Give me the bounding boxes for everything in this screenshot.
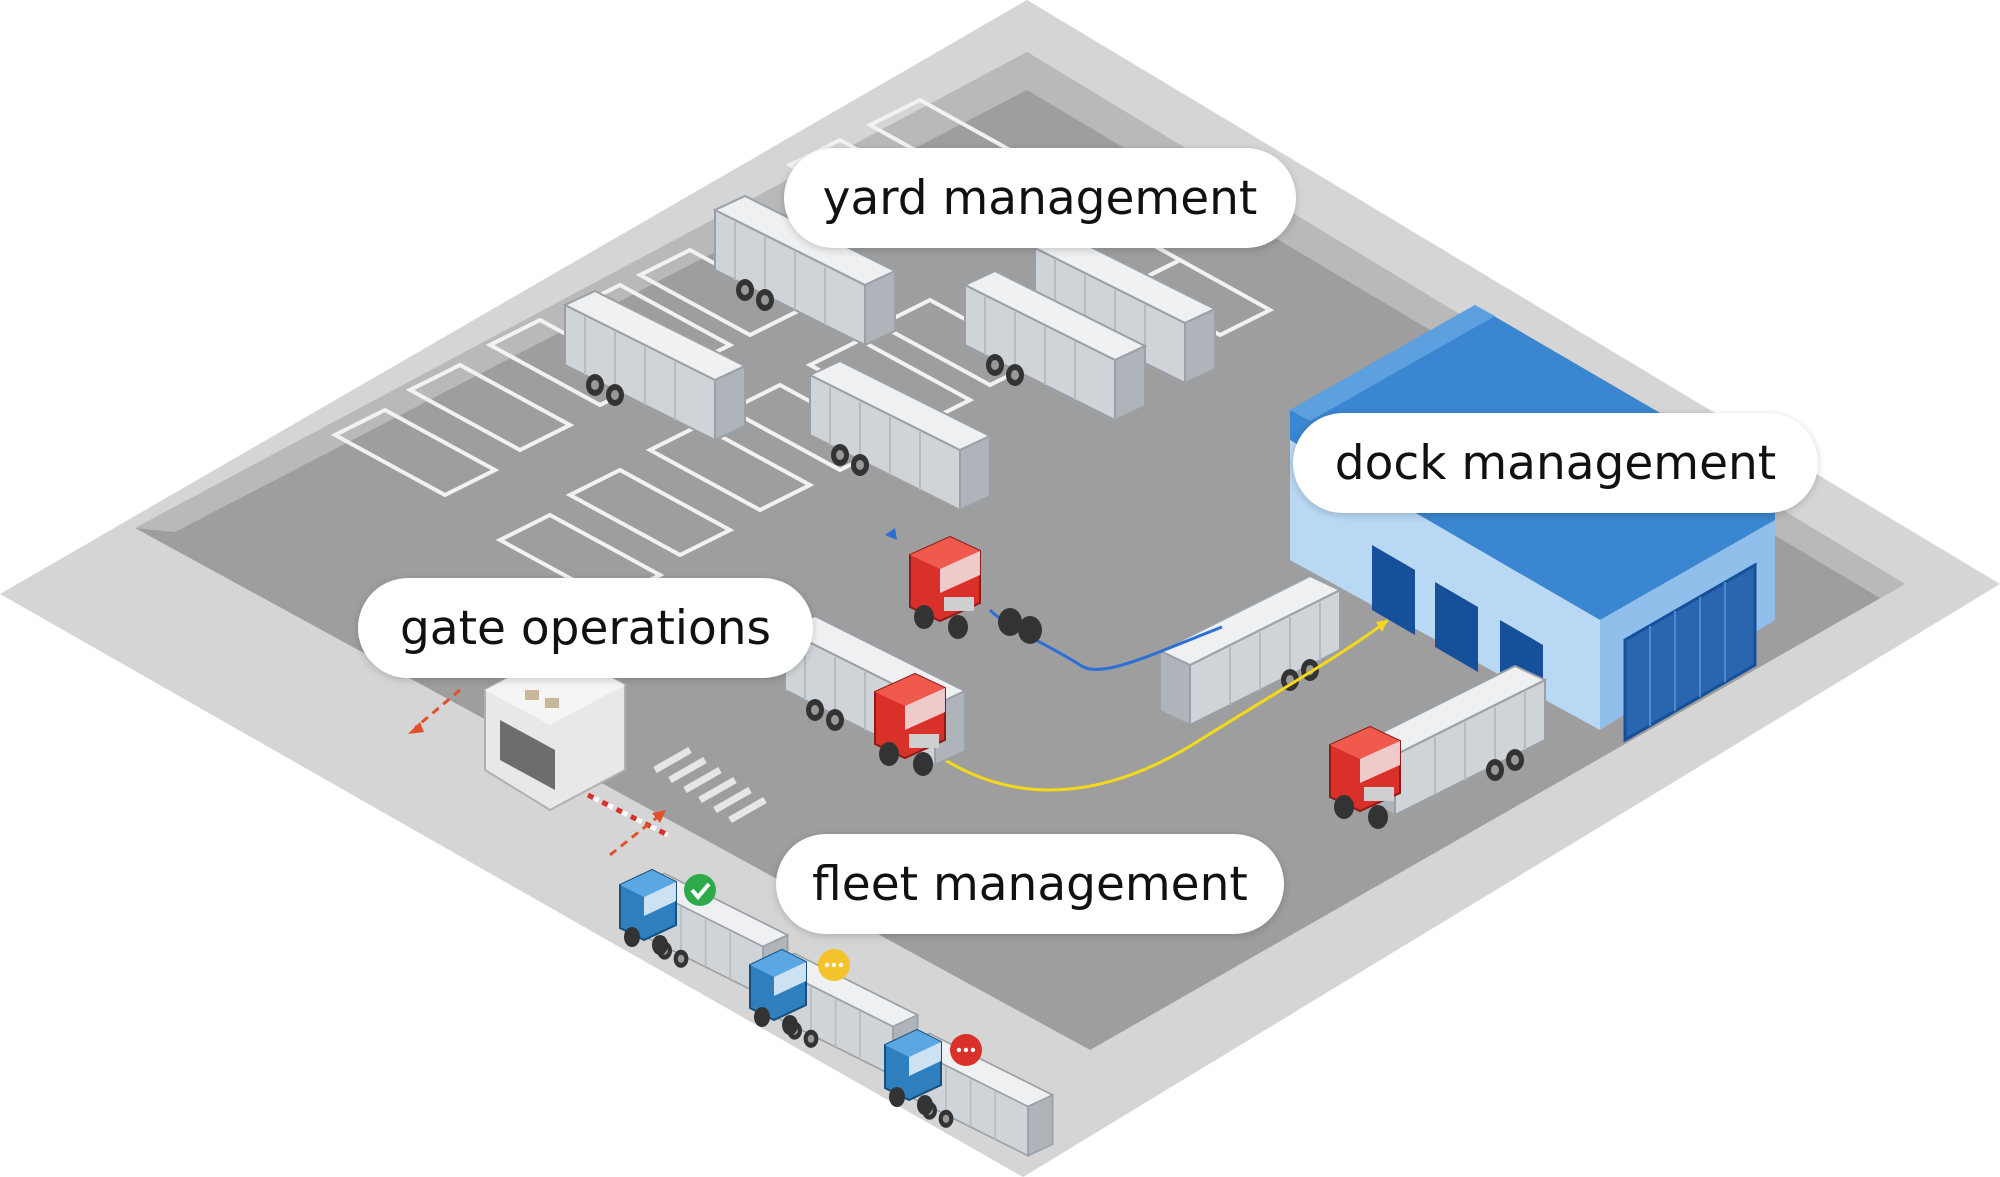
status-wait-badge — [818, 949, 850, 981]
tractor-cab — [909, 536, 1042, 644]
status-ok-badge — [684, 874, 716, 906]
route-yellow — [929, 618, 1389, 792]
label-gate-operations: gate operations — [358, 578, 813, 678]
status-alert-badge — [950, 1034, 982, 1066]
crosswalk — [653, 746, 767, 824]
label-yard-management: yard management — [784, 148, 1296, 248]
ellipsis-icon — [824, 962, 844, 968]
dock-door-1 — [1372, 545, 1415, 635]
dock-door-2 — [1435, 582, 1478, 672]
label-dock-management: dock management — [1293, 413, 1818, 513]
label-fleet-management: fleet management — [776, 834, 1284, 934]
ellipsis-icon — [956, 1047, 976, 1053]
exit-arrow — [414, 688, 461, 730]
warehouse-main-door — [1623, 562, 1757, 743]
entry-arrow — [609, 813, 661, 857]
check-icon — [690, 882, 711, 901]
